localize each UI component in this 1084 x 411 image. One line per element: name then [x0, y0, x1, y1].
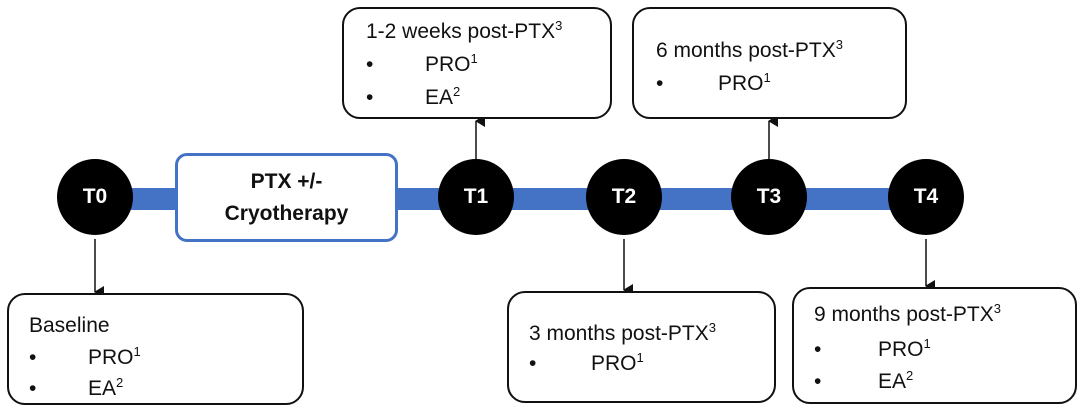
- procedure-box: PTX +/- Cryotherapy: [175, 153, 398, 242]
- item-text: PRO: [591, 352, 637, 375]
- box-9-months-title: 9 months post-PTX3: [814, 301, 1001, 326]
- item-sup: 1: [133, 344, 141, 359]
- node-t2: T2: [586, 159, 662, 235]
- item-text: PRO: [878, 338, 924, 361]
- box-baseline-title: Baseline: [29, 314, 110, 337]
- procedure-line-2: Cryotherapy: [224, 201, 349, 225]
- bullet-icon: •: [529, 352, 537, 375]
- procedure-line-1: PTX +/-: [250, 170, 323, 193]
- item-sup: 1: [923, 336, 931, 351]
- item-sup: 2: [116, 375, 124, 390]
- item-text: EA: [878, 370, 907, 393]
- node-t0-label: T0: [82, 185, 108, 208]
- item-sup: 2: [906, 368, 914, 383]
- box-6-months-title-text: 6 months post-PTX: [656, 39, 836, 62]
- box-1-2-weeks-title: 1-2 weeks post-PTX3: [366, 18, 563, 43]
- box-1-2-weeks: 1-2 weeks post-PTX3 • PRO1 • EA2: [342, 7, 612, 119]
- box-3-months-title-sup: 3: [708, 320, 716, 335]
- item-sup: 1: [636, 350, 644, 365]
- bullet-icon: •: [366, 53, 374, 76]
- item-text: PRO: [88, 346, 134, 369]
- box-3-months-title-text: 3 months post-PTX: [529, 322, 709, 345]
- bullet-icon: •: [656, 72, 664, 95]
- box-6-months-title: 6 months post-PTX3: [656, 37, 843, 62]
- bullet-icon: •: [814, 370, 822, 393]
- box-9-months-title-sup: 3: [993, 301, 1001, 316]
- item-text: PRO: [425, 53, 471, 76]
- item-text: EA: [88, 377, 117, 400]
- bullet-icon: •: [29, 346, 37, 369]
- bullet-icon: •: [366, 86, 374, 109]
- node-t3: T3: [731, 159, 807, 235]
- item-sup: 1: [763, 70, 771, 85]
- box-6-months: 6 months post-PTX3 • PRO1: [632, 7, 907, 119]
- item-sup: 1: [470, 51, 478, 66]
- node-t3-label: T3: [756, 185, 782, 208]
- node-t0: T0: [57, 159, 133, 235]
- box-6-months-title-sup: 3: [835, 37, 843, 52]
- node-t1: T1: [438, 159, 514, 235]
- item-text: EA: [425, 86, 454, 109]
- node-t1-label: T1: [463, 185, 489, 208]
- item-text: PRO: [718, 72, 764, 95]
- bullet-icon: •: [29, 377, 37, 400]
- item-sup: 2: [453, 84, 461, 99]
- box-3-months: 3 months post-PTX3 • PRO1: [507, 291, 776, 403]
- box-9-months-title-text: 9 months post-PTX: [814, 303, 994, 326]
- node-t4-label: T4: [913, 185, 939, 208]
- box-1-2-weeks-title-text: 1-2 weeks post-PTX: [366, 20, 556, 43]
- box-1-2-weeks-title-sup: 3: [555, 18, 563, 33]
- box-9-months: 9 months post-PTX3 • PRO1 • EA2: [792, 287, 1077, 404]
- node-t2-label: T2: [611, 185, 637, 208]
- box-baseline: Baseline • PRO1 • EA2: [7, 293, 304, 405]
- box-3-months-title: 3 months post-PTX3: [529, 320, 716, 345]
- bullet-icon: •: [814, 338, 822, 361]
- node-t4: T4: [888, 159, 964, 235]
